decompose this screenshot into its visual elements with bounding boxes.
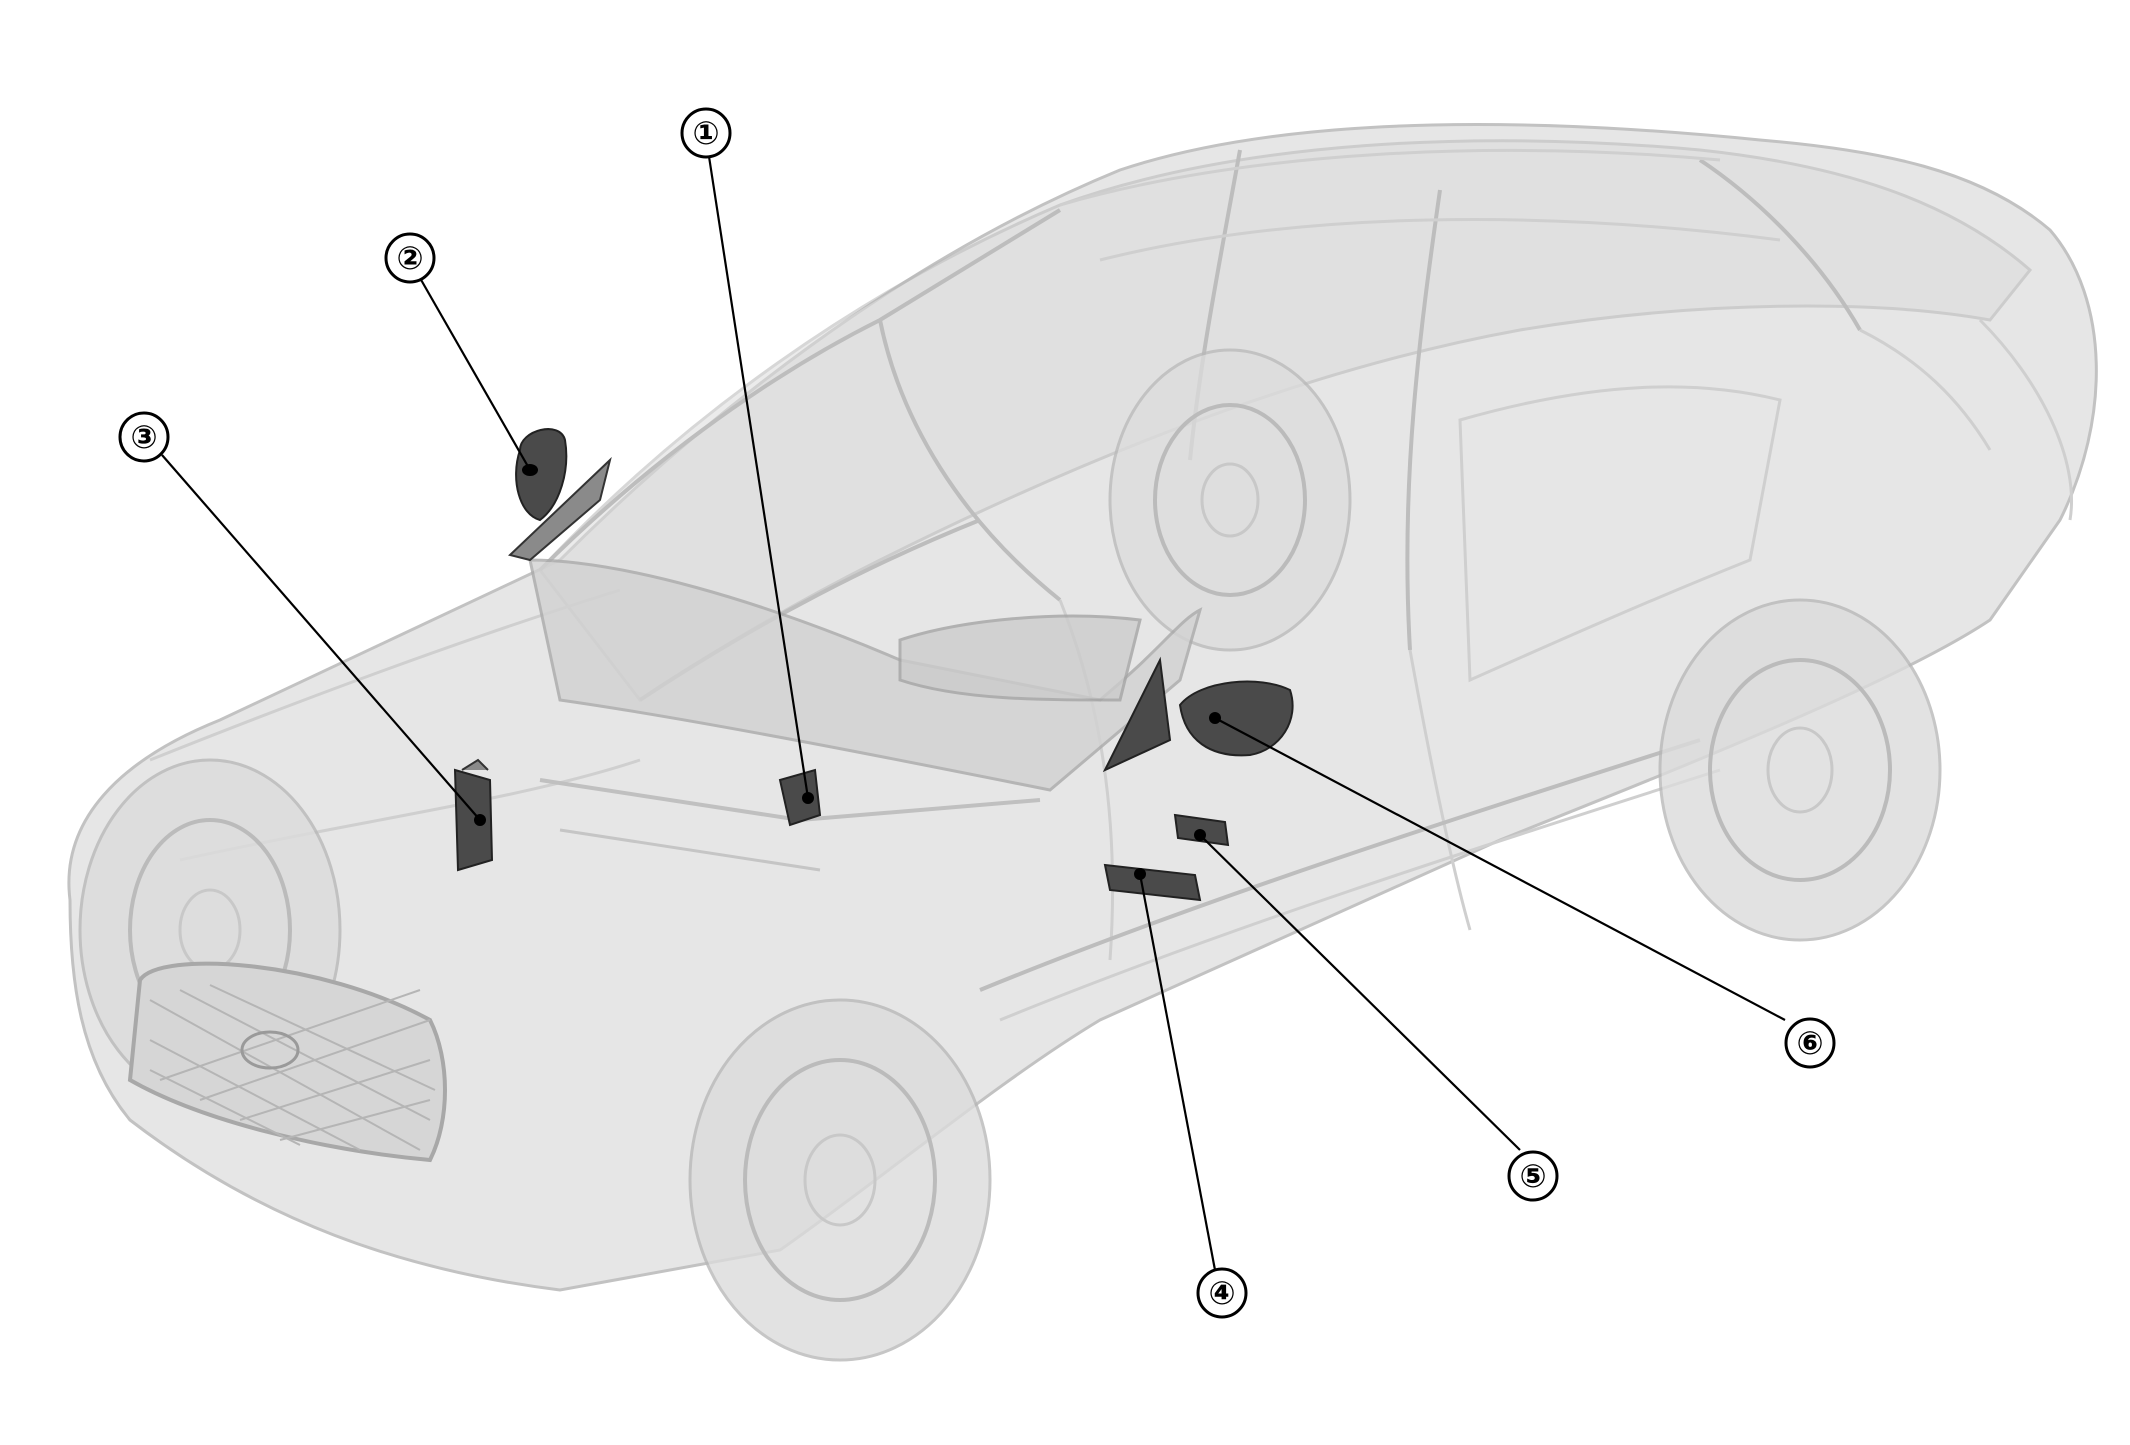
front-grille: [127, 961, 447, 1163]
callout-5: ⑤: [1507, 1150, 1559, 1202]
leader-line-2: [419, 277, 531, 471]
callout-label-1: ①: [692, 114, 719, 152]
callout-3: ③: [118, 411, 170, 463]
callout-6: ⑥: [1784, 1017, 1836, 1069]
leader-line-4: [1138, 873, 1217, 1271]
right-door-mirror: [1102, 656, 1294, 773]
rear-right-wheel: [1658, 598, 1942, 942]
callout-label-6: ⑥: [1796, 1024, 1823, 1062]
leader-line-6: [1214, 717, 1786, 1021]
left-door-mirror: [507, 428, 612, 562]
callout-1: ①: [680, 107, 732, 159]
callout-2: ②: [384, 232, 436, 284]
interior-ghost: [528, 558, 1203, 872]
callout-label-4: ④: [1208, 1274, 1235, 1312]
leader-line-5: [1199, 834, 1521, 1151]
rear-left-wheel: [1108, 348, 1352, 652]
leader-line-1: [706, 149, 810, 799]
leader-line-3: [161, 454, 481, 821]
callout-label-5: ⑤: [1519, 1157, 1546, 1195]
callout-label-2: ②: [396, 239, 423, 277]
callout-4: ④: [1196, 1267, 1248, 1319]
callout-label-3: ③: [130, 418, 157, 456]
front-right-wheel: [688, 998, 992, 1362]
door-module: [1173, 813, 1230, 847]
